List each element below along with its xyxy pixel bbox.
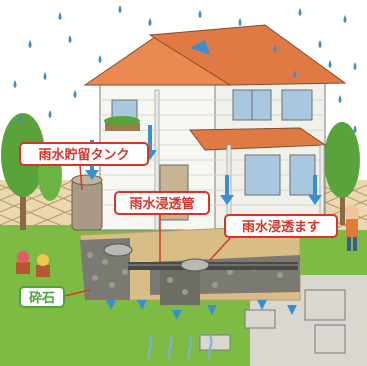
stone-pavers bbox=[199, 289, 346, 354]
label-tank: 雨水貯留タンク bbox=[19, 142, 149, 166]
child-figure bbox=[345, 205, 359, 251]
label-basin: 雨水浸透ます bbox=[224, 214, 338, 238]
flower-pots bbox=[16, 251, 50, 277]
label-basin-text: 雨水浸透ます bbox=[242, 219, 320, 235]
underground-trench bbox=[79, 224, 301, 305]
label-gravel: 砕石 bbox=[19, 286, 65, 308]
label-tank-text: 雨水貯留タンク bbox=[38, 147, 129, 163]
rain-drops bbox=[13, 5, 357, 133]
label-pipe: 雨水浸透管 bbox=[114, 191, 210, 215]
rain-storage-tank bbox=[71, 174, 103, 231]
label-pipe-text: 雨水浸透管 bbox=[129, 196, 194, 212]
tree-right bbox=[324, 122, 360, 225]
label-gravel-text: 砕石 bbox=[29, 290, 55, 306]
evaporation-arrows bbox=[147, 335, 213, 361]
